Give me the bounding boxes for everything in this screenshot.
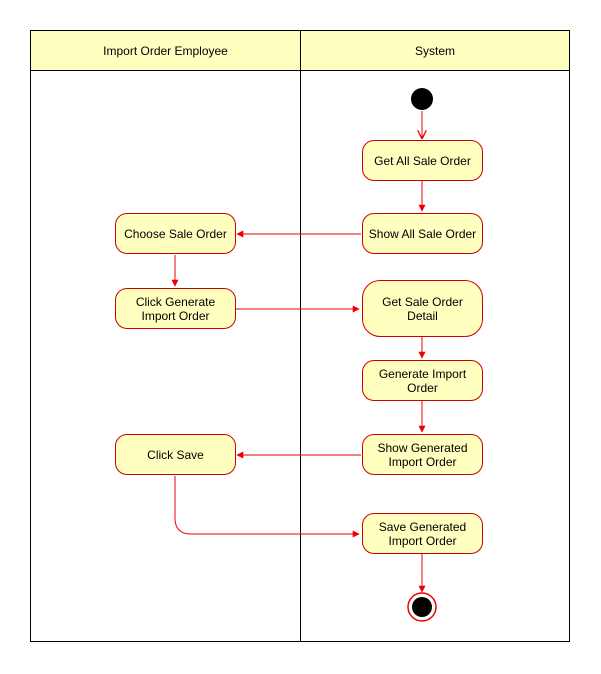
- lane-header-system: System: [300, 30, 570, 71]
- final-node-core: [412, 597, 432, 617]
- node-save-generated-import-order: Save Generated Import Order: [362, 513, 483, 554]
- node-show-generated-import-order: Show Generated Import Order: [362, 434, 483, 475]
- node-generate-import-order: Generate Import Order: [362, 360, 483, 401]
- edge-click-save-to-save-generated: [174, 476, 360, 538]
- lane-header-employee: Import Order Employee: [30, 30, 301, 71]
- node-choose-sale-order: Choose Sale Order: [115, 213, 236, 254]
- node-click-generate-import-order: Click Generate Import Order: [115, 288, 236, 329]
- node-click-save: Click Save: [115, 434, 236, 475]
- node-get-all-sale-order: Get All Sale Order: [362, 140, 483, 181]
- node-get-sale-order-detail: Get Sale Order Detail: [362, 280, 483, 337]
- node-show-all-sale-order: Show All Sale Order: [362, 213, 483, 254]
- lane-divider: [300, 30, 301, 642]
- initial-node: [411, 88, 433, 110]
